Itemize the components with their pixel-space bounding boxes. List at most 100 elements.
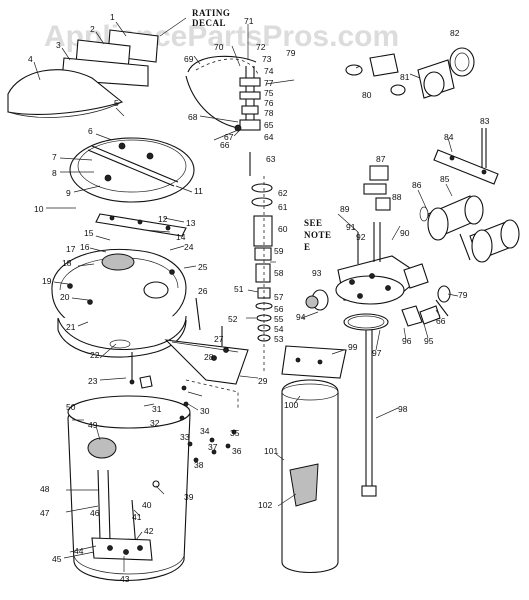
part-label: 1 (110, 12, 115, 22)
part-label: 53 (274, 334, 284, 344)
part-label: 43 (120, 574, 130, 584)
part-label: 19 (42, 276, 52, 286)
part-label: 102 (258, 500, 272, 510)
part-label: 49 (88, 420, 98, 430)
part-label: 58 (274, 268, 284, 278)
part-label: 46 (90, 508, 100, 518)
part-label: 56 (274, 304, 284, 314)
part-label: 40 (142, 500, 152, 510)
part-label: 90 (400, 228, 410, 238)
svg-text:NOTE: NOTE (304, 230, 332, 240)
part-label: 29 (258, 376, 268, 386)
part-label: 76 (264, 98, 274, 108)
part-label: 67 (224, 132, 234, 142)
part-label: 47 (40, 508, 50, 518)
part-label: 61 (278, 202, 288, 212)
part-label: 42 (144, 526, 154, 536)
part-label: 36 (232, 446, 242, 456)
part-label: 3 (56, 40, 61, 50)
part-label: 60 (278, 224, 288, 234)
part-label: 30 (200, 406, 210, 416)
part-label: 101 (264, 446, 278, 456)
part-label: 77 (264, 78, 274, 88)
svg-text:SEE: SEE (304, 218, 323, 228)
part-label: 32 (150, 418, 160, 428)
part-number-labels: 1 2 3 4 5 6 7 8 9 10 11 12 13 14 15 16 1… (28, 12, 490, 584)
part-label: 52 (228, 314, 238, 324)
part-label: 38 (194, 460, 204, 470)
part-label: 51 (234, 284, 244, 294)
part-label: 57 (274, 292, 284, 302)
part-label: 8 (52, 168, 57, 178)
part-label: 22 (90, 350, 100, 360)
part-label: 94 (296, 312, 306, 322)
lid-assembly (51, 137, 195, 385)
part-label: 82 (450, 28, 460, 38)
part-label: 72 (256, 42, 266, 52)
part-label: 97 (372, 348, 382, 358)
part-label: 14 (176, 232, 186, 242)
part-label: 54 (274, 324, 284, 334)
part-label: 95 (424, 336, 434, 346)
part-label: 64 (264, 132, 274, 142)
part-label: 28 (204, 352, 214, 362)
part-label: 11 (194, 186, 203, 196)
part-label: 55 (274, 314, 284, 324)
part-label: 98 (398, 404, 408, 414)
part-label: 91 (346, 222, 356, 232)
rating-decal-note: RATING DECAL (159, 8, 230, 37)
part-label: 74 (264, 66, 274, 76)
part-label: 75 (264, 88, 274, 98)
control-valve (305, 47, 520, 331)
part-label: 45 (52, 554, 62, 564)
part-label: 79 (286, 48, 296, 58)
part-label: 83 (480, 116, 490, 126)
part-label: 24 (184, 242, 194, 252)
part-label: 9 (66, 188, 71, 198)
part-label: 68 (188, 112, 198, 122)
part-label: 34 (200, 426, 210, 436)
part-label: 70 (214, 42, 224, 52)
part-label: 100 (284, 400, 298, 410)
part-label: 6 (88, 126, 93, 136)
part-label: 50 (66, 402, 76, 412)
leader-lines (33, 21, 459, 572)
part-label: 41 (132, 512, 142, 522)
misc-hardware (139, 297, 249, 463)
part-label: 66 (220, 140, 230, 150)
brine-tank (67, 395, 191, 582)
part-label: 65 (264, 120, 274, 130)
part-label: 10 (34, 204, 44, 214)
part-label: 71 (244, 16, 254, 26)
top-cover-parts (7, 29, 159, 118)
part-label: 62 (278, 188, 288, 198)
part-label: 2 (90, 24, 95, 34)
part-label: 17 (66, 244, 76, 254)
part-label: 93 (312, 268, 322, 278)
part-label: 39 (184, 492, 194, 502)
part-label: 33 (180, 432, 190, 442)
part-label: 31 (152, 404, 162, 414)
svg-text:RATING: RATING (192, 8, 230, 18)
part-label: 15 (84, 228, 94, 238)
see-note-label: SEE NOTE E (304, 218, 332, 252)
part-label: 4 (28, 54, 33, 64)
svg-text:E: E (304, 242, 311, 252)
part-label: 48 (40, 484, 50, 494)
part-label: 59 (274, 246, 284, 256)
part-label: 21 (66, 322, 76, 332)
part-label: 86 (412, 180, 422, 190)
part-label: 16 (80, 242, 90, 252)
part-label: 84 (444, 132, 454, 142)
part-label: 69 (184, 54, 194, 64)
svg-text:DECAL: DECAL (192, 18, 226, 28)
part-label: 20 (60, 292, 70, 302)
part-label: 25 (198, 262, 208, 272)
part-label: 26 (198, 286, 208, 296)
part-label: 85 (440, 174, 450, 184)
part-label: 66 (436, 316, 446, 326)
part-label: 5 (114, 98, 119, 108)
part-label: 80 (362, 90, 372, 100)
part-label: 35 (230, 428, 240, 438)
